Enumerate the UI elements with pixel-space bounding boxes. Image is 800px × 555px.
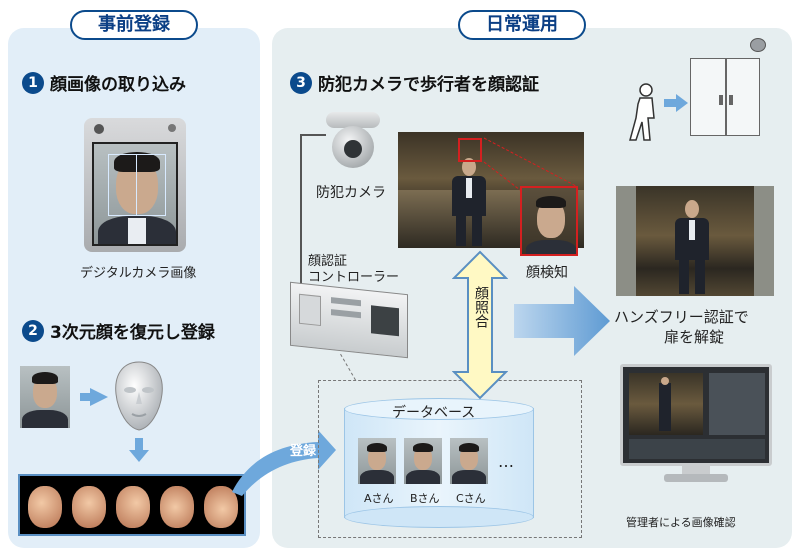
db-ellipsis: … — [498, 452, 514, 471]
step-1-number: 1 — [22, 71, 44, 94]
unlock-flow-arrow — [514, 286, 610, 356]
database-region — [318, 380, 582, 538]
db-person-a-photo — [358, 438, 396, 484]
zoom-lines — [483, 137, 577, 191]
registered-face-photo — [20, 366, 70, 428]
handsfree-caption-line2: 扉を解錠 — [664, 328, 725, 346]
rotated-face-4 — [160, 486, 194, 528]
detected-face-zoom — [520, 186, 578, 256]
handsfree-caption-line1: ハンズフリー認証で — [614, 308, 749, 326]
step-2-heading: 2 3次元顔を復元し登録 — [22, 318, 215, 343]
camera-dot — [168, 124, 176, 132]
controller-caption-line1: 顔認証 — [308, 254, 348, 269]
register-arrow — [232, 430, 336, 496]
walk-direction-arrow-shaft — [664, 99, 678, 107]
database-title: データベース — [392, 405, 476, 421]
step-3-number: 3 — [290, 71, 312, 94]
3d-face-model — [115, 361, 163, 431]
db-person-b-photo — [404, 438, 442, 484]
camera-cable-vertical — [300, 134, 302, 302]
rotated-face-3 — [116, 486, 150, 528]
controller-caption-line2: コントローラー — [308, 270, 400, 285]
face-match-label: 顔照合 — [473, 286, 489, 328]
walk-direction-arrow — [676, 94, 688, 112]
rotated-faces-strip — [18, 474, 246, 536]
digital-camera-device — [84, 118, 186, 252]
camera-lens — [94, 124, 104, 134]
step-3-label: 防犯カメラで歩行者を顔認証 — [318, 75, 539, 95]
db-person-a-label: Aさん — [364, 492, 394, 505]
db-person-c-label: Cさん — [456, 492, 486, 505]
face-match-double-arrow — [452, 250, 508, 400]
security-camera — [326, 112, 380, 174]
step-1-heading: 1 顔画像の取り込み — [22, 70, 186, 95]
digital-camera-caption: デジタルカメラ画像 — [80, 266, 197, 281]
security-camera-caption: 防犯カメラ — [316, 185, 386, 201]
handsfree-door-image — [616, 186, 774, 296]
arrow-down-to-faces — [129, 450, 149, 462]
pre-registration-title: 事前登録 — [70, 10, 198, 40]
walking-person-icon — [629, 83, 655, 141]
face-recognition-controller — [290, 281, 408, 359]
step-2-label: 3次元顔を復元し登録 — [50, 323, 215, 343]
camera-cable — [300, 134, 326, 136]
step-2-number: 2 — [22, 319, 44, 342]
db-person-c-photo — [450, 438, 488, 484]
walking-person-figure — [450, 158, 488, 246]
face-detection-box — [458, 138, 482, 162]
pre-registration-panel — [8, 28, 260, 548]
step-3-heading: 3 防犯カメラで歩行者を顔認証 — [290, 70, 539, 95]
ceiling-camera-icon — [750, 38, 766, 52]
arrow-down-shaft — [135, 438, 143, 450]
face-detect-caption: 顔検知 — [526, 265, 568, 281]
arrow-to-3d-model — [90, 388, 108, 406]
rotated-face-2 — [72, 486, 106, 528]
entrance-door — [690, 58, 760, 136]
register-label: 登録 — [290, 444, 317, 459]
daily-operation-title: 日常運用 — [458, 10, 586, 40]
step-1-label: 顔画像の取り込み — [50, 75, 186, 95]
camera-screen-face — [92, 142, 178, 246]
admin-monitor — [620, 364, 772, 484]
db-person-b-label: Bさん — [410, 492, 440, 505]
rotated-face-5 — [204, 486, 238, 528]
rotated-face-1 — [28, 486, 62, 528]
arrow-to-3d-model-shaft — [80, 393, 92, 401]
admin-check-caption: 管理者による画像確認 — [626, 516, 736, 529]
